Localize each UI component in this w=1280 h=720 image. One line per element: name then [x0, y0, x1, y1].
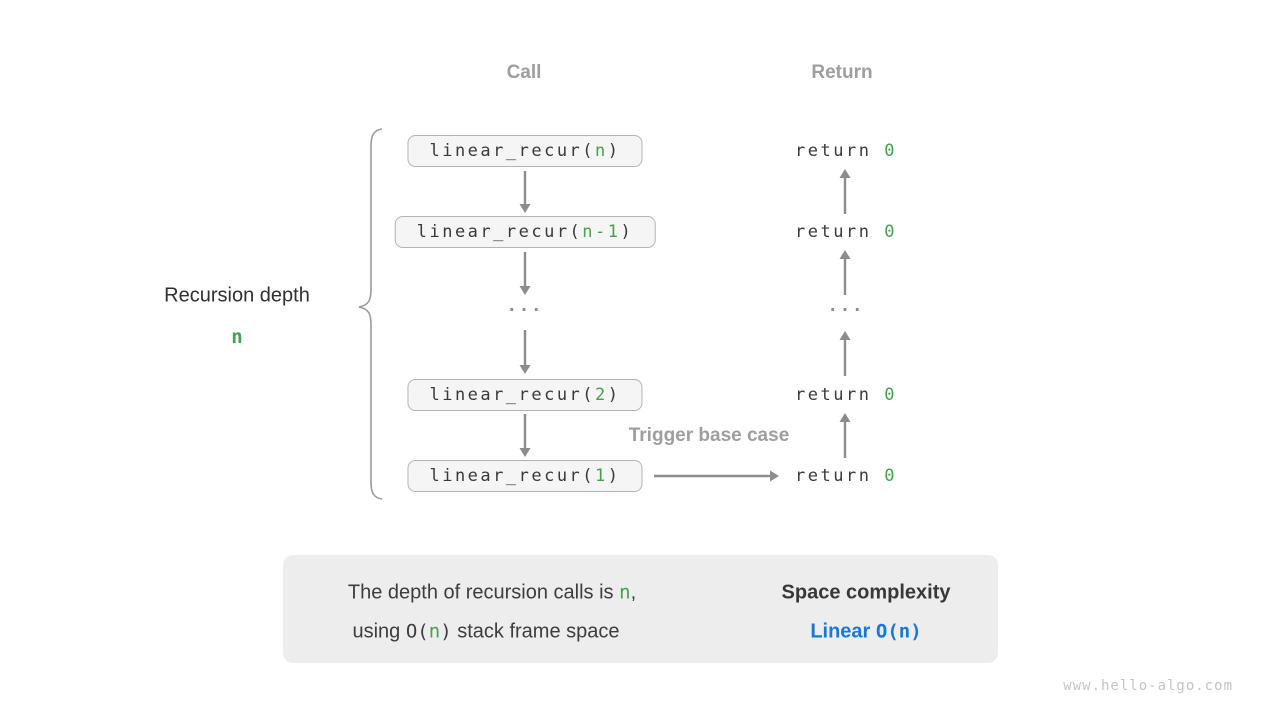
base-case-arrow-right [654, 470, 779, 482]
call-arrow-down-3 [519, 330, 531, 374]
call-code: linear_recur( [429, 385, 596, 405]
call-arg: 1 [595, 466, 608, 486]
call-code-close: ) [607, 466, 621, 486]
call-box-n: linear_recur(n) [407, 135, 643, 167]
call-arrow-down-4 [519, 414, 531, 457]
summary-panel [283, 555, 998, 663]
call-code-close: ) [607, 385, 621, 405]
call-code-close: ) [607, 141, 621, 161]
call-ellipsis: ... [506, 296, 544, 316]
summary-text-tail: stack frame space [451, 620, 620, 643]
complexity-class-name: Linear [810, 620, 871, 643]
return-statement-2: return 0 [795, 222, 897, 242]
return-keyword: return [795, 222, 885, 242]
call-arg: 2 [595, 385, 608, 405]
trigger-base-case-label: Trigger base case [628, 425, 790, 446]
recursion-depth-brace [358, 128, 383, 500]
summary-text: using [352, 620, 406, 643]
summary-text: The depth of recursion calls is [347, 581, 620, 604]
call-code-close: ) [620, 222, 634, 242]
call-arg: n-1 [582, 222, 621, 242]
call-arrow-down-2 [519, 252, 531, 295]
big-o-open: O( [405, 620, 429, 643]
summary-comma: , [630, 581, 637, 604]
return-keyword: return [795, 141, 885, 161]
return-value: 0 [884, 222, 897, 242]
call-code: linear_recur( [429, 141, 596, 161]
recursion-depth-value: n [231, 326, 243, 348]
space-complexity-result: Linear O(n) [810, 621, 921, 644]
return-arrow-up-4 [839, 413, 851, 458]
return-keyword: return [795, 385, 885, 405]
return-arrow-up-3 [839, 331, 851, 376]
call-box-n-1: linear_recur(n-1) [394, 216, 656, 248]
return-arrow-up-2 [839, 250, 851, 295]
summary-line-1: The depth of recursion calls is n, [348, 582, 636, 605]
call-box-1: linear_recur(1) [407, 460, 643, 492]
return-value: 0 [884, 385, 897, 405]
call-box-2: linear_recur(2) [407, 379, 643, 411]
return-keyword: return [795, 466, 885, 486]
call-arg: n [595, 141, 608, 161]
call-code: linear_recur( [429, 466, 596, 486]
summary-n-arg: n [619, 581, 631, 604]
return-statement-4: return 0 [795, 466, 897, 486]
return-column-header: Return [811, 62, 873, 83]
return-statement-3: return 0 [795, 385, 897, 405]
summary-line-2: using O(n) stack frame space [352, 621, 619, 644]
call-arrow-down-1 [519, 171, 531, 213]
complexity-big-o: O(n) [875, 620, 922, 643]
big-o-arg: n [428, 620, 441, 643]
hello-algo-watermark: www.hello-algo.com [1063, 678, 1233, 694]
call-column-header: Call [506, 62, 542, 83]
return-statement-1: return 0 [795, 141, 897, 161]
return-value: 0 [884, 466, 897, 486]
return-value: 0 [884, 141, 897, 161]
space-complexity-title: Space complexity [781, 581, 951, 604]
call-code: linear_recur( [416, 222, 583, 242]
return-ellipsis: ... [827, 296, 865, 316]
recursion-depth-label: Recursion depth [164, 284, 310, 307]
return-arrow-up-1 [839, 169, 851, 214]
big-o-close: ) [440, 620, 452, 643]
